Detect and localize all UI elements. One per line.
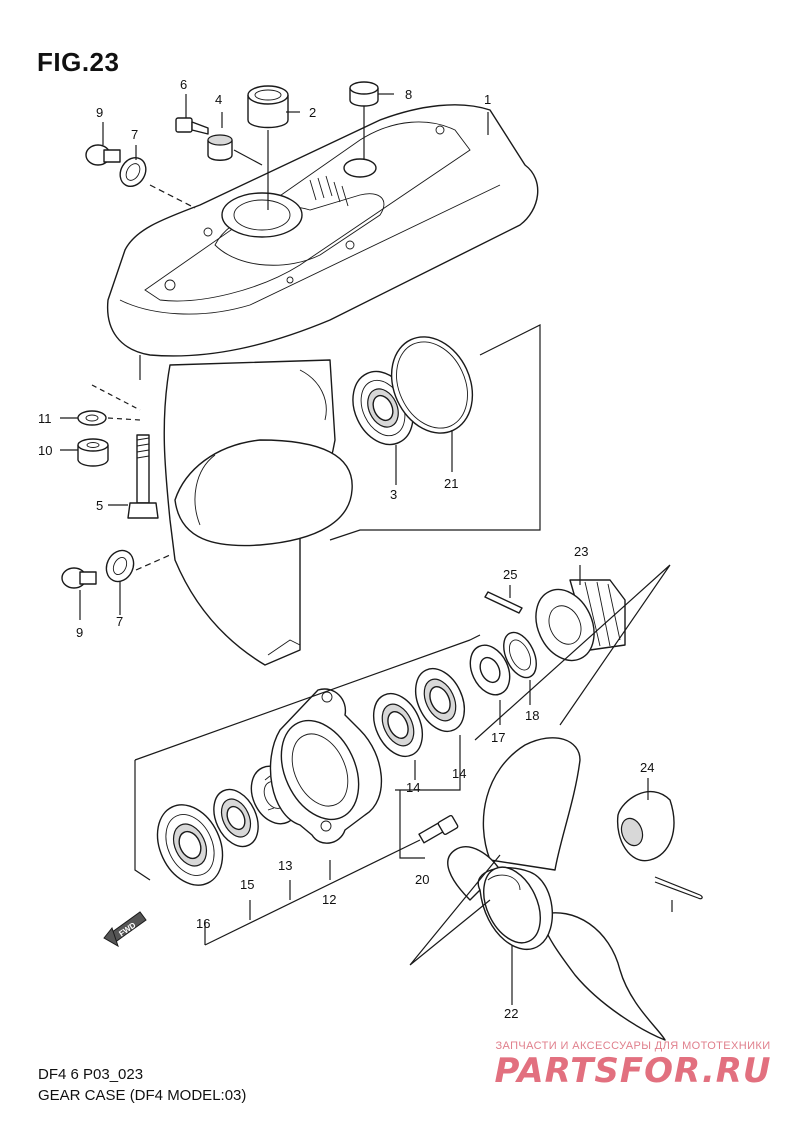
bolt-part-19 bbox=[418, 814, 459, 844]
leader-lines bbox=[60, 93, 673, 1005]
callout-10: 10 bbox=[38, 443, 52, 458]
callout-1: 1 bbox=[484, 92, 491, 107]
bolt-part-6 bbox=[175, 117, 209, 135]
callout-20: 21 bbox=[444, 476, 458, 491]
bearing-part-14-a bbox=[372, 692, 424, 758]
cotter-pin-part-25 bbox=[654, 876, 703, 900]
callout-21: 22 bbox=[504, 1006, 518, 1021]
figure-title: FIG.23 bbox=[37, 47, 120, 77]
callout-12: 12 bbox=[322, 892, 336, 907]
callout-18: 18 bbox=[525, 708, 539, 723]
watermark: ЗАПЧАСТИ И АКСЕССУАРЫ ДЛЯ МОТОТЕХНИКИ PA… bbox=[468, 1040, 798, 1090]
spacer-part-4 bbox=[207, 134, 233, 161]
nut-part-10 bbox=[77, 438, 109, 467]
callout-4: 4 bbox=[215, 92, 222, 107]
thrust-ring-part-17 bbox=[469, 644, 511, 696]
callout-labels: 1 2 3 4 5 6 7 7 8 9 9 10 11 12 13 14 14 … bbox=[38, 77, 654, 1021]
callout-5: 5 bbox=[96, 498, 103, 513]
callout-15: 15 bbox=[240, 877, 254, 892]
callout-22: 23 bbox=[574, 544, 588, 559]
callout-19: 20 bbox=[415, 872, 429, 887]
drain-plug-part-9-bottom bbox=[61, 567, 97, 589]
callout-3: 3 bbox=[390, 487, 397, 502]
callout-7-top: 7 bbox=[131, 127, 138, 142]
callout-9-top: 9 bbox=[96, 105, 103, 120]
watermark-tagline: ЗАПЧАСТИ И АКСЕССУАРЫ ДЛЯ МОТОТЕХНИКИ bbox=[495, 1040, 771, 1052]
gear-part-22 bbox=[535, 579, 626, 662]
bushing-part-2 bbox=[247, 85, 289, 129]
figure-code: DF4 6 P03_023 bbox=[38, 1066, 144, 1083]
callout-14-b: 14 bbox=[452, 766, 466, 781]
callout-14-a: 14 bbox=[406, 780, 420, 795]
bearing-part-14-b bbox=[414, 667, 466, 733]
drain-plug-part-9-top bbox=[85, 144, 121, 166]
bearing-part-16 bbox=[156, 804, 224, 886]
callout-7-bottom: 7 bbox=[116, 614, 123, 629]
figure-name: GEAR CASE (DF4 MODEL:03) bbox=[38, 1087, 247, 1104]
callout-13: 13 bbox=[278, 858, 292, 873]
callout-24: 25 bbox=[503, 567, 517, 582]
bearing-carrier-part-12 bbox=[269, 688, 383, 844]
bolt-part-5 bbox=[127, 434, 159, 519]
callout-23: 24 bbox=[640, 760, 654, 775]
propeller-part-21 bbox=[447, 737, 666, 1041]
watermark-logo: PARTSFOR.RU bbox=[494, 1051, 772, 1091]
forward-direction-arrow: FWD bbox=[103, 911, 147, 948]
washer-part-11 bbox=[77, 410, 107, 426]
bearing-part-15 bbox=[213, 788, 259, 848]
o-ring-part-20 bbox=[390, 336, 474, 434]
gasket-part-7-bottom bbox=[105, 549, 135, 583]
bushing-part-8 bbox=[349, 81, 379, 107]
callout-6: 6 bbox=[180, 77, 187, 92]
callout-16: 16 bbox=[196, 916, 210, 931]
washer-part-18 bbox=[503, 631, 537, 679]
cap-nut-part-23 bbox=[616, 790, 675, 862]
gear-case-housing bbox=[106, 104, 539, 666]
pin-part-24 bbox=[484, 591, 523, 614]
callout-9-bottom: 9 bbox=[76, 625, 83, 640]
gasket-part-7-top bbox=[119, 156, 147, 188]
callout-2: 2 bbox=[309, 105, 316, 120]
callout-17: 17 bbox=[491, 730, 505, 745]
callout-8: 8 bbox=[405, 87, 412, 102]
callout-11: 11 bbox=[38, 411, 52, 426]
